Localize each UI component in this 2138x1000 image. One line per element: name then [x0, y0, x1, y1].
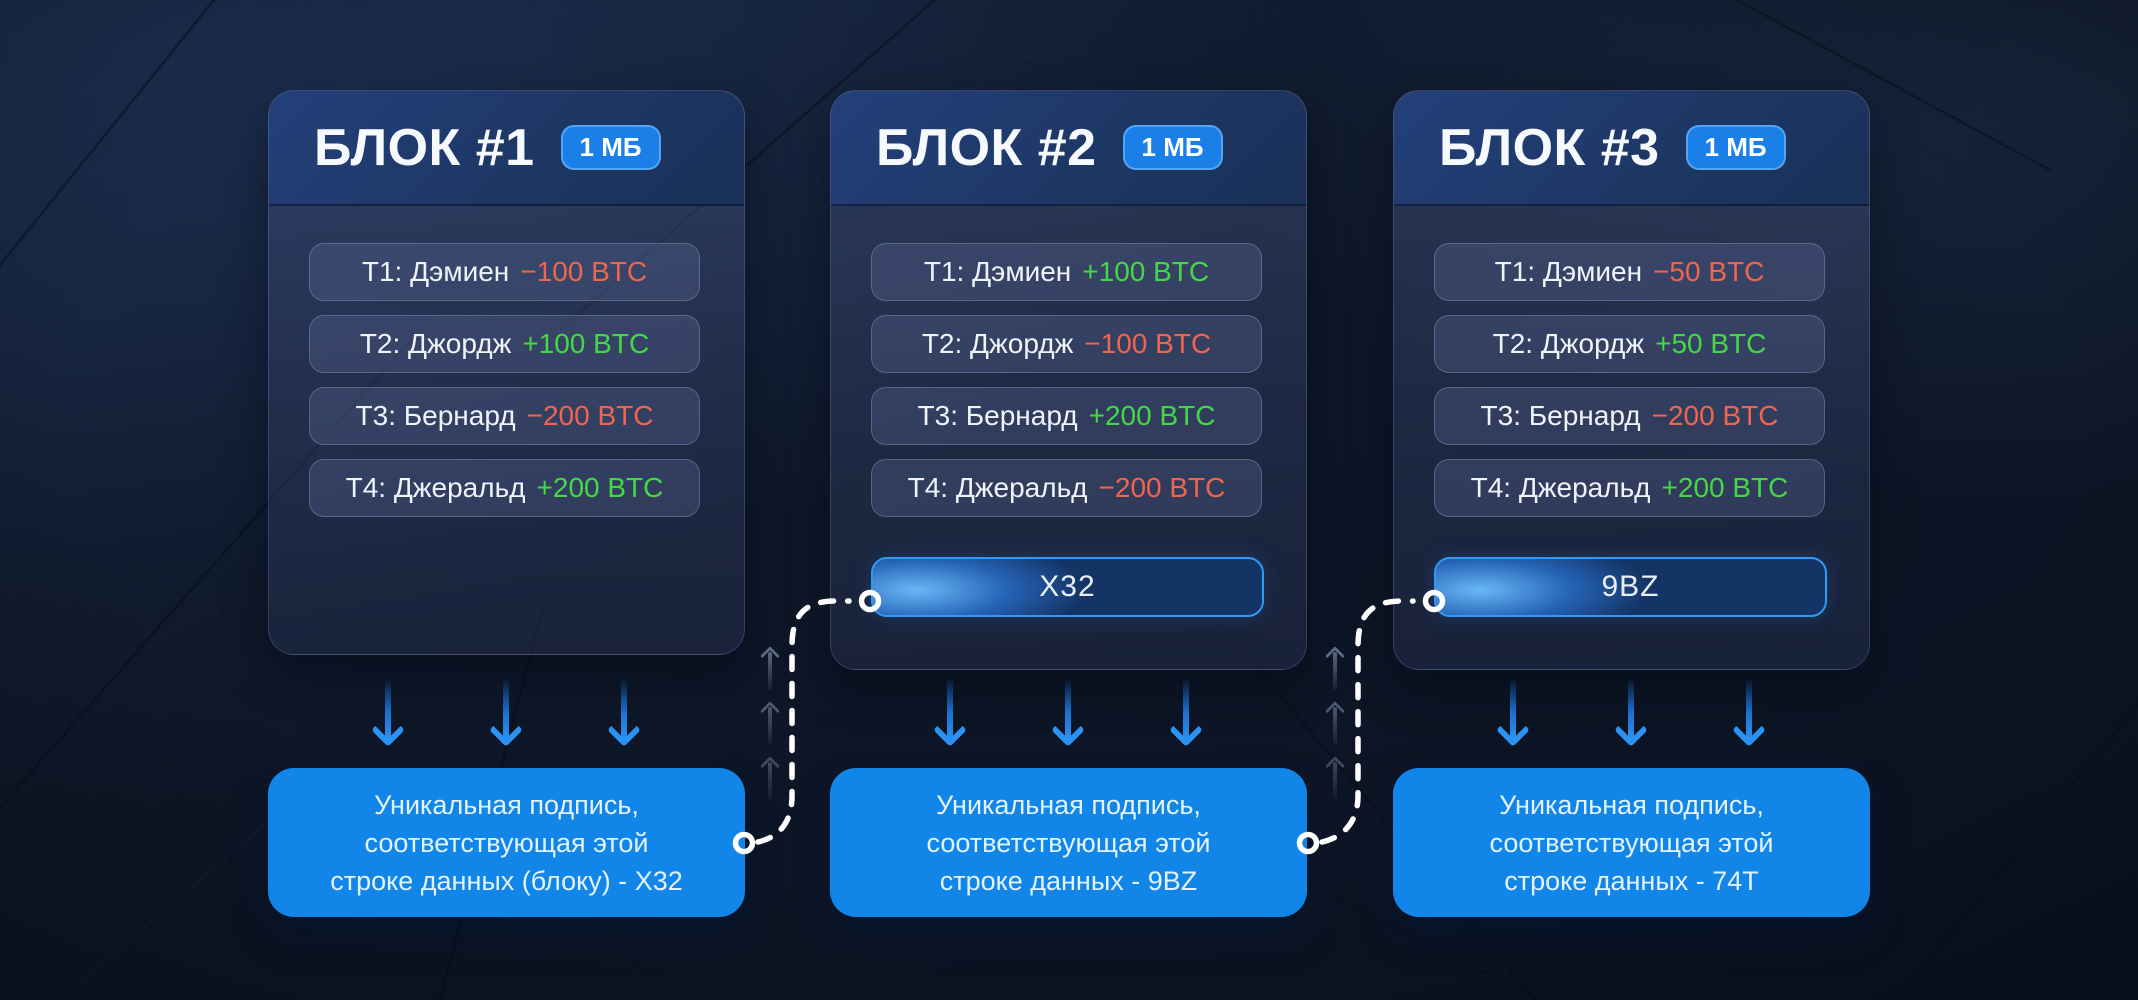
up-arrow-icon: [1324, 645, 1346, 693]
transaction-row: Т3: Бернард −200 BTC: [309, 387, 700, 445]
up-arrow-icon: [1324, 700, 1346, 748]
transaction-row: Т1: Дэмиен +100 BTC: [871, 243, 1262, 301]
signature-line: Уникальная подпись,: [936, 789, 1201, 820]
block-card-2: БЛОК #2 1 МБ Т1: Дэмиен +100 BTC Т2: Джо…: [830, 90, 1307, 670]
signature-line: строке данных - 9BZ: [939, 865, 1198, 896]
block-size-badge: 1 МБ: [1122, 125, 1223, 170]
transaction-amount: −100 BTC: [1084, 328, 1212, 359]
transaction-label: Т1: Дэмиен: [361, 256, 510, 287]
transaction-amount: +100 BTC: [522, 328, 650, 359]
transaction-amount: −50 BTC: [1653, 256, 1765, 287]
transaction-row: Т1: Дэмиен −100 BTC: [309, 243, 700, 301]
transaction-amount: −100 BTC: [520, 256, 648, 287]
block-header: БЛОК #3 1 МБ: [1394, 91, 1869, 206]
transaction-row: Т3: Бернард −200 BTC: [1434, 387, 1825, 445]
block-title: БЛОК #2: [876, 118, 1097, 177]
transaction-label: Т4: Джеральд: [345, 472, 526, 503]
transaction-label: Т2: Джордж: [359, 328, 512, 359]
up-arrow-icon: [759, 645, 781, 693]
hash-text: 9BZ: [1601, 570, 1660, 603]
down-arrow-icon: [489, 678, 523, 758]
block-size-badge: 1 МБ: [1685, 125, 1786, 170]
block-title: БЛОК #1: [314, 118, 535, 177]
block-body: Т1: Дэмиен +100 BTC Т2: Джордж −100 BTC …: [831, 206, 1306, 617]
transaction-row: Т4: Джеральд −200 BTC: [871, 459, 1262, 517]
transaction-row: Т4: Джеральд +200 BTC: [309, 459, 700, 517]
block-header: БЛОК #2 1 МБ: [831, 91, 1306, 206]
hash-row: 9BZ: [1434, 557, 1827, 617]
hash-glow: [873, 559, 1087, 615]
up-arrow-icon: [759, 700, 781, 748]
block-title: БЛОК #3: [1439, 118, 1660, 177]
transaction-amount: +200 BTC: [1088, 400, 1216, 431]
signature-box: Уникальная подпись, соответствующая этой…: [1393, 768, 1870, 917]
transaction-label: Т4: Джеральд: [907, 472, 1088, 503]
block-body: Т1: Дэмиен −50 BTC Т2: Джордж +50 BTC Т3…: [1394, 206, 1869, 617]
block-size-badge: 1 МБ: [560, 125, 661, 170]
transaction-label: Т2: Джордж: [921, 328, 1074, 359]
hash-text: X32: [1039, 570, 1096, 603]
transaction-row: Т4: Джеральд +200 BTC: [1434, 459, 1825, 517]
block-card-1: БЛОК #1 1 МБ Т1: Дэмиен −100 BTC Т2: Джо…: [268, 90, 745, 655]
transaction-amount: +200 BTC: [536, 472, 664, 503]
transaction-label: Т3: Бернард: [1480, 400, 1641, 431]
down-arrow-icon: [607, 678, 641, 758]
down-arrow-icon: [371, 678, 405, 758]
signature-line: соответствующая этой: [364, 827, 649, 858]
hash-glow: [1436, 559, 1650, 615]
down-arrow-icon: [1732, 678, 1766, 758]
block-header: БЛОК #1 1 МБ: [269, 91, 744, 206]
down-arrow-icon: [1496, 678, 1530, 758]
transaction-amount: +50 BTC: [1655, 328, 1767, 359]
transaction-row: Т2: Джордж −100 BTC: [871, 315, 1262, 373]
signature-box: Уникальная подпись, соответствующая этой…: [268, 768, 745, 917]
transaction-amount: −200 BTC: [526, 400, 654, 431]
transaction-label: Т3: Бернард: [355, 400, 516, 431]
transaction-amount: +100 BTC: [1082, 256, 1210, 287]
block-body: Т1: Дэмиен −100 BTC Т2: Джордж +100 BTC …: [269, 206, 744, 517]
down-arrow-icon: [1169, 678, 1203, 758]
transaction-row: Т1: Дэмиен −50 BTC: [1434, 243, 1825, 301]
transaction-label: Т2: Джордж: [1492, 328, 1645, 359]
block-card-3: БЛОК #3 1 МБ Т1: Дэмиен −50 BTC Т2: Джор…: [1393, 90, 1870, 670]
transaction-amount: +200 BTC: [1661, 472, 1789, 503]
up-arrow-icon: [1324, 755, 1346, 803]
transaction-row: Т3: Бернард +200 BTC: [871, 387, 1262, 445]
signature-line: Уникальная подпись,: [374, 789, 639, 820]
signature-line: соответствующая этой: [926, 827, 1211, 858]
transaction-amount: −200 BTC: [1098, 472, 1226, 503]
transaction-label: Т1: Дэмиен: [1494, 256, 1643, 287]
transaction-row: Т2: Джордж +50 BTC: [1434, 315, 1825, 373]
signature-line: соответствующая этой: [1489, 827, 1774, 858]
down-arrow-icon: [1614, 678, 1648, 758]
signature-line: строке данных (блоку) - X32: [330, 865, 683, 896]
hash-row: X32: [871, 557, 1264, 617]
transaction-label: Т4: Джеральд: [1470, 472, 1651, 503]
transaction-row: Т2: Джордж +100 BTC: [309, 315, 700, 373]
signature-box: Уникальная подпись, соответствующая этой…: [830, 768, 1307, 917]
transaction-amount: −200 BTC: [1651, 400, 1779, 431]
transaction-label: Т3: Бернард: [917, 400, 1078, 431]
transaction-label: Т1: Дэмиен: [923, 256, 1072, 287]
up-arrow-icon: [759, 755, 781, 803]
down-arrow-icon: [1051, 678, 1085, 758]
signature-line: строке данных - 74T: [1504, 865, 1759, 896]
signature-line: Уникальная подпись,: [1499, 789, 1764, 820]
down-arrow-icon: [933, 678, 967, 758]
